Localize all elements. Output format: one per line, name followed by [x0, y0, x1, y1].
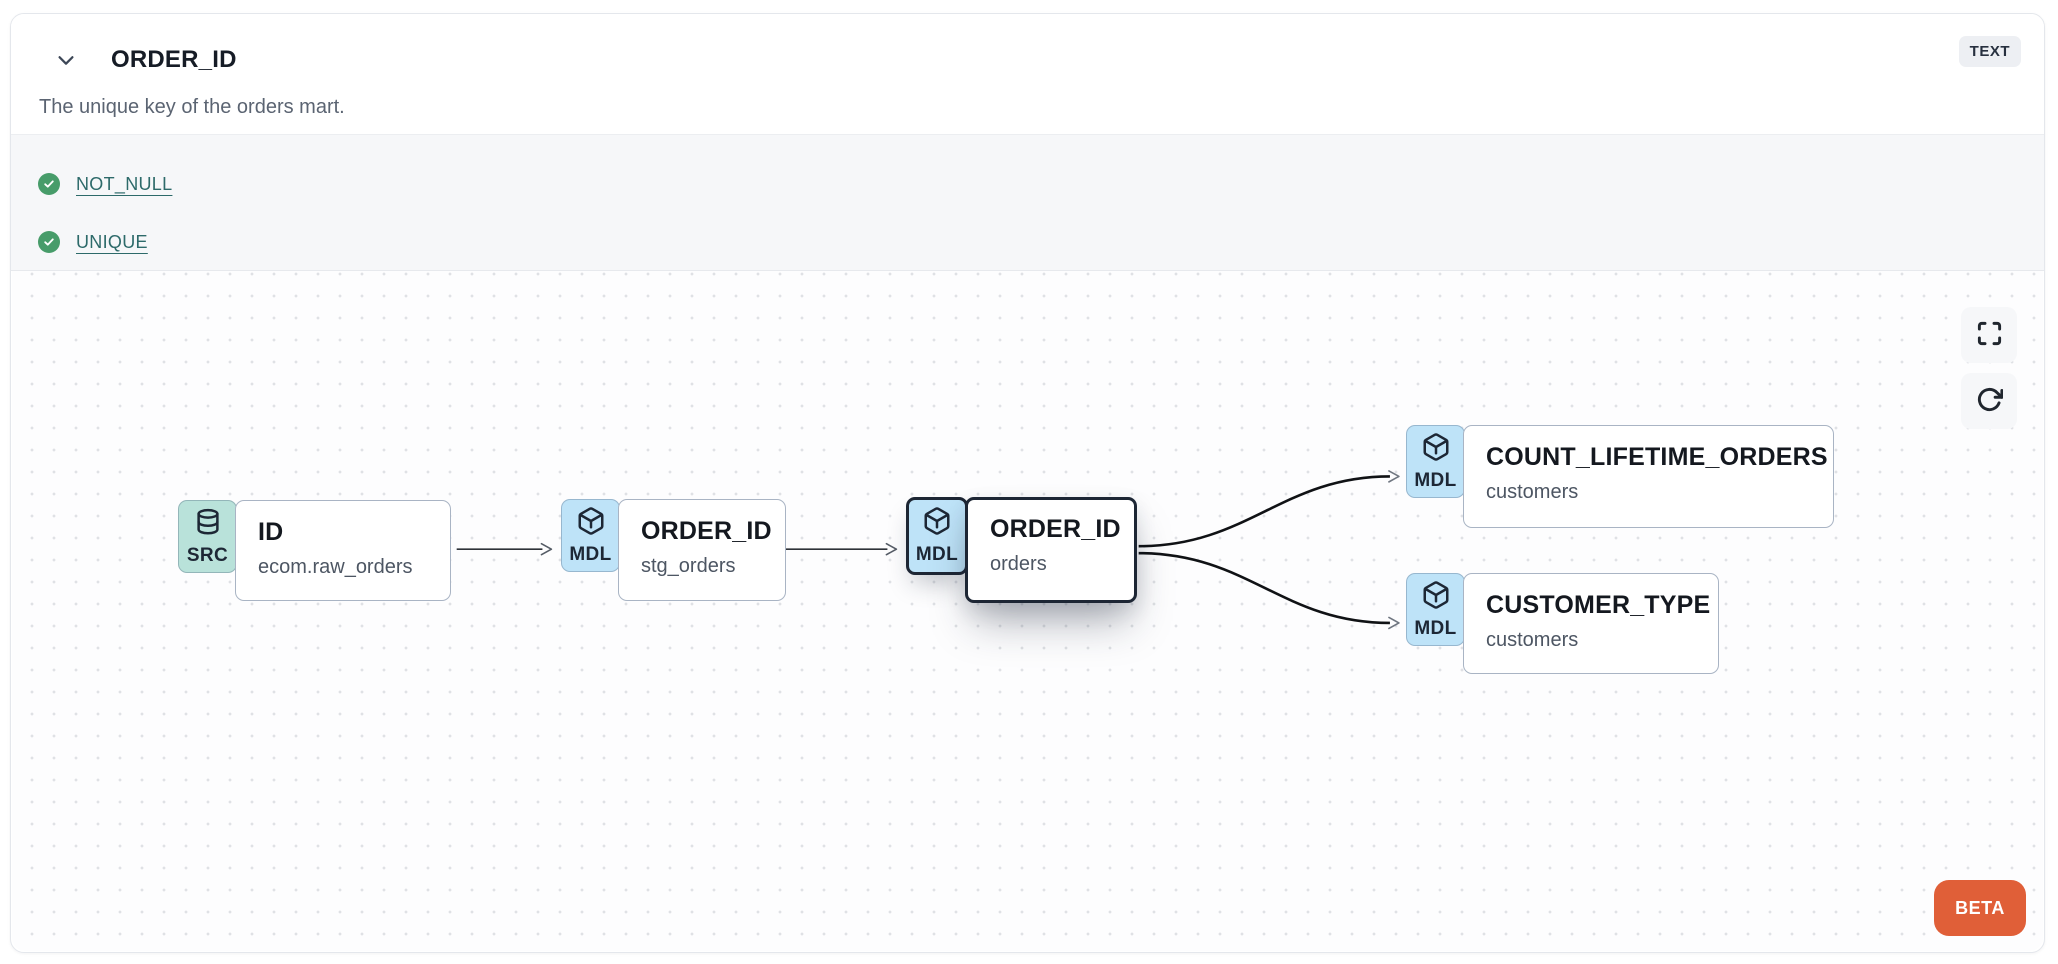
test-row: UNIQUE: [38, 220, 2044, 264]
node-type-badge: MDL: [1406, 573, 1465, 646]
node-subtitle: stg_orders: [641, 555, 736, 577]
test-link-unique[interactable]: UNIQUE: [76, 231, 148, 252]
node-title: ORDER_ID: [641, 517, 772, 545]
check-circle-icon: [38, 173, 60, 195]
lineage-edges: [456, 470, 1400, 630]
node-card[interactable]: CUSTOMER_TYPE customers: [1463, 573, 1719, 674]
node-subtitle: customers: [1486, 481, 1579, 503]
column-description: The unique key of the orders mart.: [39, 96, 345, 118]
node-subtitle: customers: [1486, 629, 1579, 651]
node-badge-label: SRC: [186, 544, 229, 566]
fullscreen-button[interactable]: [1961, 307, 2017, 363]
node-type-badge: MDL: [906, 497, 968, 575]
node-card[interactable]: ID ecom.raw_orders: [235, 500, 451, 601]
column-title: ORDER_ID: [111, 46, 237, 73]
node-title: ORDER_ID: [990, 515, 1121, 543]
node-title: COUNT_LIFETIME_ORDERS: [1486, 443, 1828, 471]
node-badge-label: MDL: [1414, 469, 1457, 491]
node-card[interactable]: ORDER_ID orders: [965, 497, 1137, 603]
node-badge-label: MDL: [915, 544, 959, 565]
check-circle-icon: [38, 231, 60, 253]
column-type-badge: TEXT: [1958, 36, 2021, 67]
beta-badge: BETA: [1934, 880, 2026, 936]
node-badge-label: MDL: [1414, 617, 1457, 639]
node-title: ID: [258, 518, 284, 546]
refresh-icon: [1976, 386, 2003, 416]
node-subtitle: orders: [990, 553, 1047, 575]
model-cube-icon: [922, 506, 952, 541]
node-title: CUSTOMER_TYPE: [1486, 591, 1711, 619]
node-type-badge: SRC: [178, 500, 237, 573]
test-link-not-null[interactable]: NOT_NULL: [76, 173, 173, 194]
node-type-badge: MDL: [561, 499, 620, 572]
node-badge-label: MDL: [569, 543, 612, 565]
model-cube-icon: [1421, 580, 1451, 615]
node-subtitle: ecom.raw_orders: [258, 556, 413, 578]
model-cube-icon: [1421, 432, 1451, 467]
node-card[interactable]: COUNT_LIFETIME_ORDERS customers: [1463, 425, 1834, 528]
refresh-button[interactable]: [1961, 373, 2017, 429]
collapse-button[interactable]: [47, 42, 85, 80]
fullscreen-icon: [1976, 320, 2003, 350]
tests-section: NOT_NULL UNIQUE: [11, 134, 2044, 271]
database-icon: [193, 507, 223, 542]
node-card[interactable]: ORDER_ID stg_orders: [618, 499, 786, 601]
lineage-canvas[interactable]: SRC ID ecom.raw_orders MDL ORDER_ID stg_…: [12, 271, 2043, 951]
column-detail-card: ORDER_ID TEXT The unique key of the orde…: [10, 13, 2045, 953]
test-row: NOT_NULL: [38, 162, 2044, 206]
node-type-badge: MDL: [1406, 425, 1465, 498]
model-cube-icon: [576, 506, 606, 541]
header: ORDER_ID TEXT The unique key of the orde…: [11, 14, 2044, 134]
chevron-down-icon: [55, 49, 77, 74]
